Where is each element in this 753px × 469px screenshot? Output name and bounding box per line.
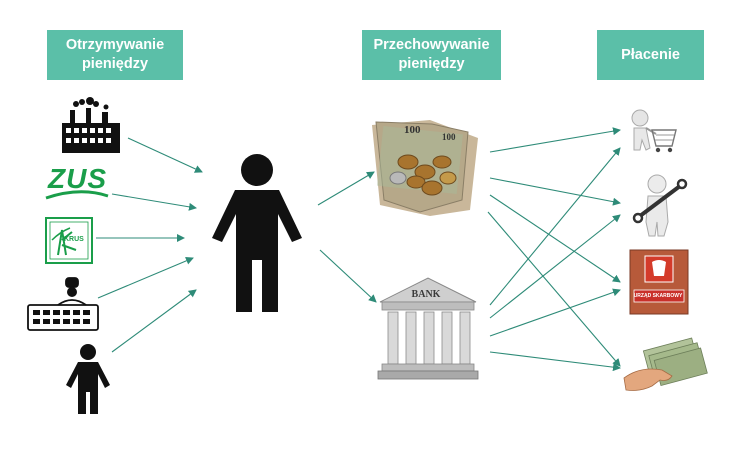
arrow [489,288,621,337]
header-storing: Przechowywanie pieniędzy [362,30,501,80]
employer-icon [27,277,99,331]
zus-logo [45,190,109,200]
header-paying: Płacenie [597,30,704,80]
arrow [127,137,203,173]
header-receiving: Otrzymywanie pieniędzy [47,30,183,80]
bank-label: BANK [411,289,441,300]
arrows-to-person [96,137,203,353]
arrow [489,147,621,306]
tax-office-icon [629,249,689,315]
tax-office-label: URZĄD SKARBOWY [633,293,683,299]
banknote-value-2: 100 [442,132,456,142]
arrow [489,351,621,372]
arrow [489,194,621,283]
arrow [111,289,197,353]
krus-logo-text: KRUS [64,236,84,243]
wrench-service-icon [632,174,688,237]
bank-icon [377,277,479,380]
person-icon-small [66,344,110,414]
arrow [317,171,375,206]
arrows-to-storage [317,171,377,303]
factory-icon [62,97,120,153]
arrow [319,249,377,303]
money-hand-icon [623,337,708,391]
arrow [489,177,621,206]
arrow [489,214,621,319]
arrow [111,193,197,211]
arrows-to-payments [487,127,621,372]
shopping-cart-icon [631,109,677,153]
person-icon-center [212,154,302,312]
zus-logo-text: ZUS [48,163,107,194]
banknote-value: 100 [404,124,421,136]
krus-logo [45,217,93,264]
arrow [97,257,194,299]
cash-icon [372,120,478,216]
arrow [487,211,621,367]
arrow [489,127,621,153]
